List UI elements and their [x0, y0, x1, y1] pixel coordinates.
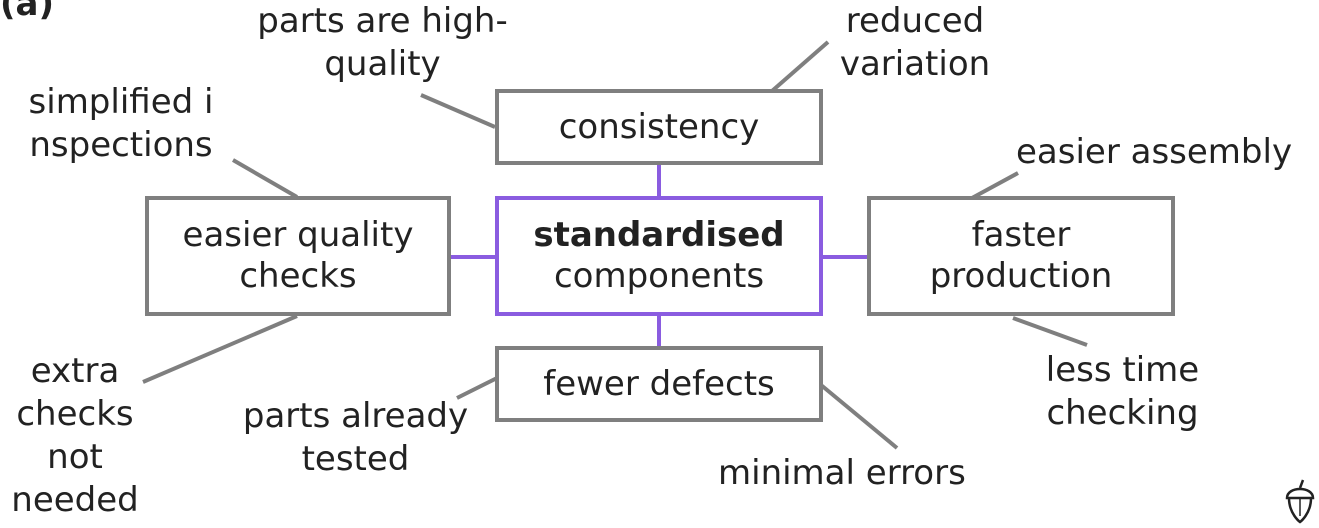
leaf-easier-assembly: easier assembly	[1016, 132, 1293, 172]
leader-reduced-variation	[770, 40, 830, 93]
leader-less-time	[1012, 316, 1088, 347]
node-quality-line2: checks	[239, 256, 357, 296]
leaf-minimal-errors: minimal errors	[718, 453, 966, 493]
center-node-line2: components	[553, 256, 765, 296]
leaf-parts-already-tested: parts already tested	[242, 396, 469, 479]
leader-high-quality	[420, 93, 496, 129]
center-node-line1: standardised	[533, 215, 785, 256]
leader-easier-assembly	[971, 171, 1019, 200]
node-production-line1: faster	[971, 215, 1071, 256]
leaf-extra-checks-not-needed: extra checks not needed	[11, 351, 139, 520]
leader-extra-checks	[142, 314, 298, 384]
leaf-reduced-variation: reduced variation	[839, 1, 991, 84]
cropped-heading-text: (a)	[0, 0, 55, 24]
node-faster-production: faster production	[867, 196, 1175, 316]
node-consistency: consistency	[495, 89, 823, 165]
leader-minimal-errors	[819, 383, 899, 450]
node-quality-line1: easier quality	[182, 215, 414, 256]
acorn-icon	[1285, 479, 1315, 524]
leader-simplified	[231, 158, 299, 199]
node-production-line2: production	[929, 256, 1113, 296]
node-consistency-label: consistency	[558, 106, 760, 147]
node-easier-quality-checks: easier quality checks	[145, 196, 451, 316]
leader-already-tested	[456, 376, 498, 400]
leaf-parts-high-quality: parts are high-quality	[257, 1, 508, 84]
center-node-standardised-components: standardised components	[495, 196, 823, 316]
node-defects-label: fewer defects	[543, 363, 775, 404]
node-fewer-defects: fewer defects	[495, 346, 823, 422]
leaf-less-time-checking: less time checking	[1045, 350, 1200, 433]
leaf-simplified-inspections: simplified inspections	[28, 82, 214, 165]
